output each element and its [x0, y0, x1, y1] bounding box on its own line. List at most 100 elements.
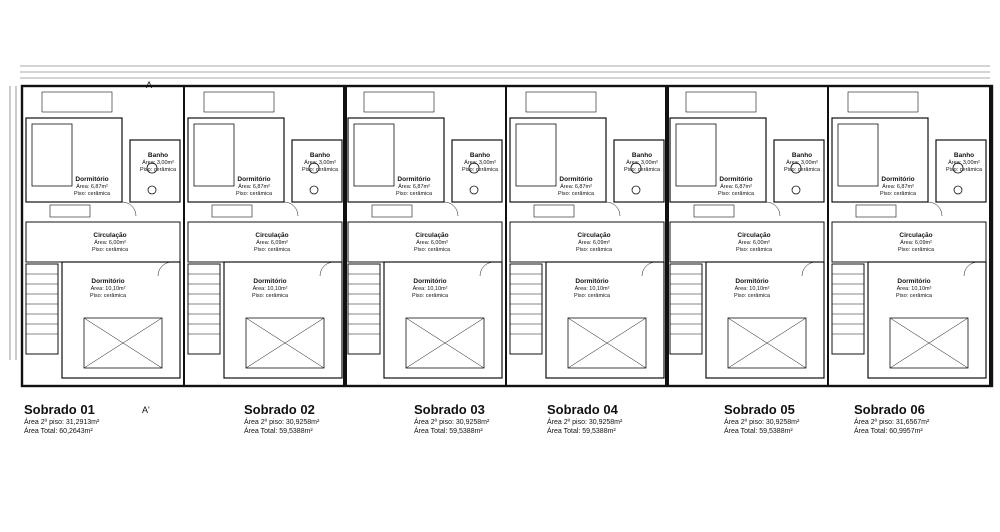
room-area: Área: 10,10m²: [412, 286, 448, 292]
room-floor: Piso: cerâmica: [574, 293, 611, 299]
room-name: Dormitório: [253, 278, 287, 285]
room-floor: Piso: cerâmica: [396, 191, 433, 197]
room-floor: Piso: cerâmica: [784, 167, 821, 173]
room-floor: Piso: cerâmica: [734, 293, 771, 299]
room-floor: Piso: cerâmica: [92, 247, 129, 253]
room-area: Área: 6,87m²: [76, 184, 108, 190]
room-floor: Piso: cerâmica: [74, 191, 111, 197]
room-area: Área: 6,00m²: [94, 240, 126, 246]
unit-title: Sobrado 03: [414, 402, 485, 417]
room-floor: Piso: cerâmica: [736, 247, 773, 253]
room-floor: Piso: cerâmica: [576, 247, 613, 253]
room-floor: Piso: cerâmica: [254, 247, 291, 253]
room-area: Área: 6,87m²: [560, 184, 592, 190]
room-name: Banho: [309, 152, 331, 159]
room-name: Dormitório: [397, 176, 431, 183]
room-floor: Piso: cerâmica: [302, 167, 339, 173]
room-area: Área: 6,00m²: [738, 240, 770, 246]
room-name: Dormitório: [897, 278, 931, 285]
room-name: Dormitório: [735, 278, 769, 285]
room-name: Banho: [791, 152, 813, 159]
unit-plan: [21, 85, 185, 387]
room-name: Dormitório: [413, 278, 447, 285]
unit-total-area: Área Total: 59,5388m²: [414, 428, 483, 435]
unit-total-area: Área Total: 60,9957m²: [854, 428, 923, 435]
room-name: Banho: [953, 152, 975, 159]
unit-upper-floor-area: Área 2º piso: 31,6567m²: [854, 419, 930, 426]
unit-upper-floor-area: Área 2º piso: 30,9258m²: [547, 419, 623, 426]
room-name: Dormitório: [719, 176, 753, 183]
unit-total-area: Área Total: 59,5388m²: [244, 428, 313, 435]
room-name: Circulação: [93, 232, 127, 239]
room-floor: Piso: cerâmica: [90, 293, 127, 299]
room-area: Área: 6,09m²: [578, 240, 610, 246]
room-name: Circulação: [899, 232, 933, 239]
room-area: Área: 10,10m²: [896, 286, 932, 292]
unit-caption: Sobrado 02 Área 2º piso: 30,9258m² Área To…: [244, 402, 319, 436]
room-area: Área: 3,00m²: [626, 160, 658, 166]
unit-caption: Sobrado 03 Área 2º piso: 30,9258m² Área To…: [414, 402, 489, 436]
unit-upper-floor-area: Área 2º piso: 30,9258m²: [414, 419, 490, 426]
room-name: Banho: [631, 152, 653, 159]
room-area: Área: 10,10m²: [574, 286, 610, 292]
unit-title: Sobrado 01: [24, 402, 95, 417]
room-floor: Piso: cerâmica: [558, 191, 595, 197]
unit-title: Sobrado 02: [244, 402, 315, 417]
room-floor: Piso: cerâmica: [898, 247, 935, 253]
room-name: Banho: [469, 152, 491, 159]
unit-title: Sobrado 05: [724, 402, 795, 417]
room-area: Área: 6,09m²: [900, 240, 932, 246]
room-area: Área: 6,09m²: [256, 240, 288, 246]
room-floor: Piso: cerâmica: [414, 247, 451, 253]
room-floor: Piso: cerâmica: [624, 167, 661, 173]
room-floor: Piso: cerâmica: [236, 191, 273, 197]
room-name: Circulação: [577, 232, 611, 239]
unit-total-area: Área Total: 59,5388m²: [724, 428, 793, 435]
room-name: Circulação: [415, 232, 449, 239]
room-name: Circulação: [737, 232, 771, 239]
room-name: Dormitório: [881, 176, 915, 183]
room-area: Área: 3,00m²: [142, 160, 174, 166]
room-name: Dormitório: [237, 176, 271, 183]
room-floor: Piso: cerâmica: [252, 293, 289, 299]
room-floor: Piso: cerâmica: [718, 191, 755, 197]
unit-upper-floor-area: Área 2º piso: 30,9258m²: [244, 419, 320, 426]
room-area: Área: 6,87m²: [882, 184, 914, 190]
unit-plan: [827, 85, 991, 387]
room-floor: Piso: cerâmica: [880, 191, 917, 197]
room-area: Área: 6,87m²: [720, 184, 752, 190]
unit-upper-floor-area: Área 2º piso: 31,2913m²: [24, 419, 100, 426]
unit-plan: [183, 85, 347, 387]
unit-plan: [505, 85, 669, 387]
room-name: Dormitório: [575, 278, 609, 285]
room-area: Área: 10,10m²: [90, 286, 126, 292]
dimension-lines: [9, 65, 990, 360]
section-mark-bottom: A': [142, 405, 150, 415]
room-area: Área: 3,00m²: [464, 160, 496, 166]
room-floor: Piso: cerâmica: [140, 167, 177, 173]
room-area: Área: 6,87m²: [398, 184, 430, 190]
room-floor: Piso: cerâmica: [412, 293, 449, 299]
